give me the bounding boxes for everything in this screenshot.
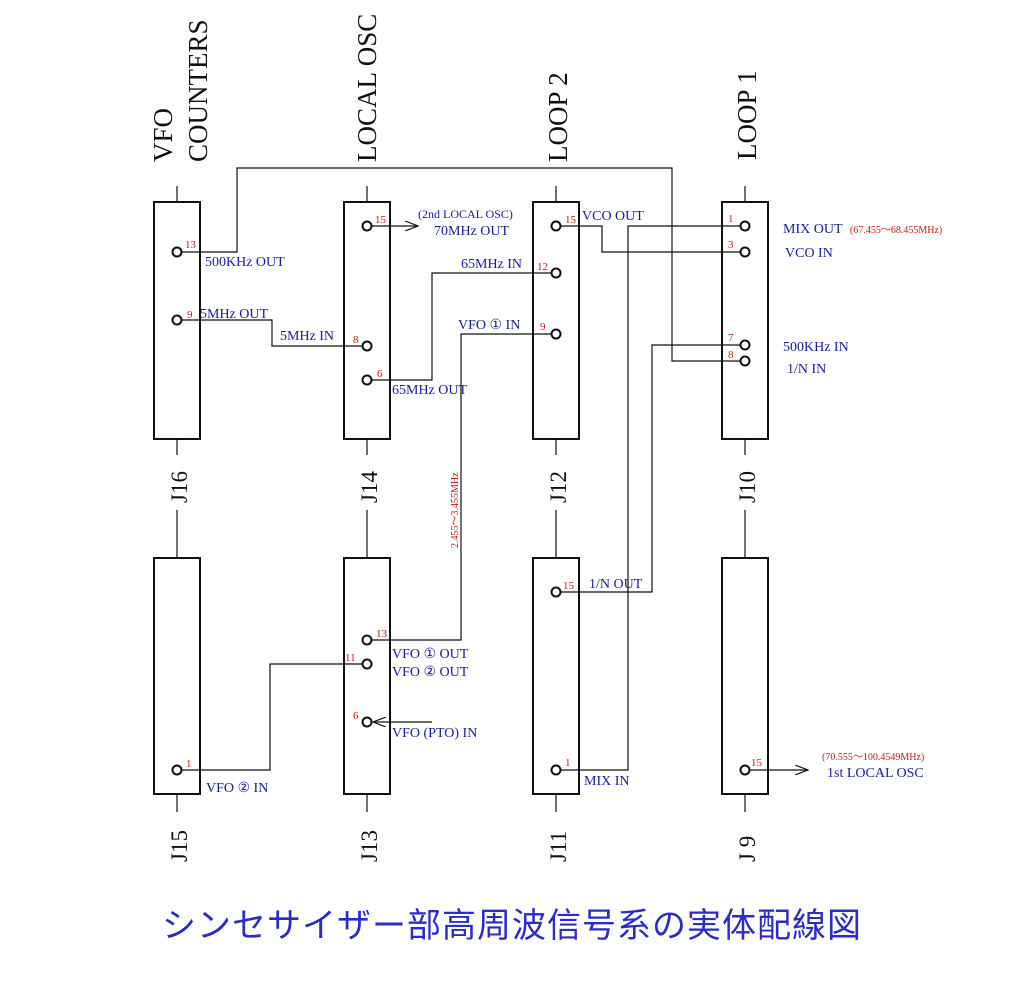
- pin-num-j12-12: 12: [537, 261, 548, 273]
- pin-num-j10-1: 1: [728, 213, 734, 225]
- pin-hole-j9-15: [739, 764, 751, 776]
- board-j14: [343, 201, 391, 440]
- pin-hole-j14-8: [361, 340, 373, 352]
- pin-hole-j12-15: [550, 220, 562, 232]
- pin-num-j13-11: 11: [345, 652, 356, 664]
- pin-num-j10-8: 8: [728, 349, 734, 361]
- pin-hole-j11-1: [550, 764, 562, 776]
- connector-j16: J16: [167, 471, 192, 503]
- label-vco-in: VCO IN: [785, 246, 833, 261]
- diagram-caption: シンセサイザー部高周波信号系の実体配線図: [162, 906, 862, 946]
- wire-mix: [561, 225, 740, 771]
- title-loop2: LOOP 2: [543, 72, 573, 162]
- pin-hole-j13-6: [361, 716, 373, 728]
- title-vfo: VFO: [148, 108, 178, 162]
- connector-j9: J 9: [735, 836, 760, 862]
- label-mix-in: MIX IN: [584, 774, 630, 789]
- wire-vfo2: [182, 663, 362, 771]
- connector-j12: J12: [546, 471, 571, 503]
- label-70mhz-out: 70MHz OUT: [434, 224, 509, 239]
- pin-hole-j11-15: [550, 586, 562, 598]
- pin-num-j12-15: 15: [565, 214, 577, 226]
- label-500khz-out: 500KHz OUT: [205, 255, 285, 270]
- title-loop1: LOOP 1: [732, 70, 762, 160]
- pin-hole-j16-13: [171, 246, 183, 258]
- label-65mhz-in: 65MHz IN: [461, 257, 522, 272]
- wire-500khz: [182, 167, 740, 362]
- board-j10: [721, 201, 769, 440]
- title-local-osc: LOCAL OSC: [352, 14, 382, 162]
- label-1st-local-osc: 1st LOCAL OSC: [827, 766, 924, 781]
- wire-1n: [561, 344, 740, 593]
- pin-num-j11-1: 1: [565, 757, 571, 769]
- pin-num-j14-15: 15: [375, 214, 387, 226]
- pin-hole-j10-8: [739, 355, 751, 367]
- pin-num-j15-1: 1: [186, 758, 192, 770]
- wire-vfo1: [372, 333, 551, 641]
- label-vfo-range: 2.455～3.455MHz: [450, 472, 461, 548]
- pin-num-j10-7: 7: [728, 332, 734, 344]
- label-vco-out: VCO OUT: [582, 209, 644, 224]
- pin-hole-j14-6: [361, 374, 373, 386]
- label-65mhz-out: 65MHz OUT: [392, 383, 467, 398]
- label-5mhz-in: 5MHz IN: [280, 329, 334, 344]
- pin-num-j10-3: 3: [728, 239, 734, 251]
- connector-j10: J10: [735, 471, 760, 503]
- pin-hole-j13-13: [361, 634, 373, 646]
- pin-num-j13-13: 13: [376, 628, 388, 640]
- connector-j15: J15: [167, 830, 192, 862]
- label-mix-out-range: (67.455～68.455MHz): [850, 225, 942, 236]
- pin-num-j16-9: 9: [187, 309, 193, 321]
- pin-num-j11-15: 15: [563, 580, 575, 592]
- label-vfo-pto-in: VFO (PTO) IN: [392, 726, 477, 741]
- label-2nd-local-osc: (2nd LOCAL OSC): [418, 207, 513, 221]
- pin-hole-j15-1: [171, 764, 183, 776]
- wire-5mhz: [182, 319, 362, 347]
- connector-j13: J13: [357, 830, 382, 862]
- pin-hole-j10-3: [739, 246, 751, 258]
- board-j13: [343, 557, 391, 795]
- pin-hole-j12-12: [550, 267, 562, 279]
- pin-num-j16-13: 13: [185, 239, 197, 251]
- pin-num-j14-8: 8: [353, 334, 359, 346]
- pin-hole-j10-1: [739, 220, 751, 232]
- board-j15: [153, 557, 201, 795]
- label-500khz-in: 500KHz IN: [783, 340, 849, 355]
- label-vfo1-in: VFO ① IN: [458, 318, 520, 333]
- pin-hole-j14-15: [361, 220, 373, 232]
- pin-num-j12-9: 9: [540, 321, 546, 333]
- label-5mhz-out: 5MHz OUT: [200, 307, 268, 322]
- label-mix-out: MIX OUT: [783, 222, 843, 237]
- pin-hole-j13-11: [361, 658, 373, 670]
- connector-j14: J14: [357, 471, 382, 503]
- title-counters: COUNTERS: [183, 19, 213, 162]
- label-vfo2-out: VFO ② OUT: [392, 665, 469, 680]
- pin-num-j13-6: 6: [353, 710, 359, 722]
- label-vfo1-out: VFO ① OUT: [392, 647, 469, 662]
- pin-hole-j16-9: [171, 314, 183, 326]
- wire-65mhz: [372, 272, 551, 381]
- pin-hole-j12-9: [550, 328, 562, 340]
- label-vfo2-in: VFO ② IN: [206, 781, 268, 796]
- pin-hole-j10-7: [739, 339, 751, 351]
- label-1st-local-range: (70.555～100.4549MHz): [822, 752, 924, 763]
- connector-j11: J11: [546, 831, 571, 862]
- label-1n-in: 1/N IN: [787, 362, 826, 377]
- label-1n-out: 1/N OUT: [589, 577, 643, 592]
- wire-vco: [561, 225, 740, 253]
- pin-num-j14-6: 6: [377, 368, 383, 380]
- pin-num-j9-15: 15: [751, 757, 763, 769]
